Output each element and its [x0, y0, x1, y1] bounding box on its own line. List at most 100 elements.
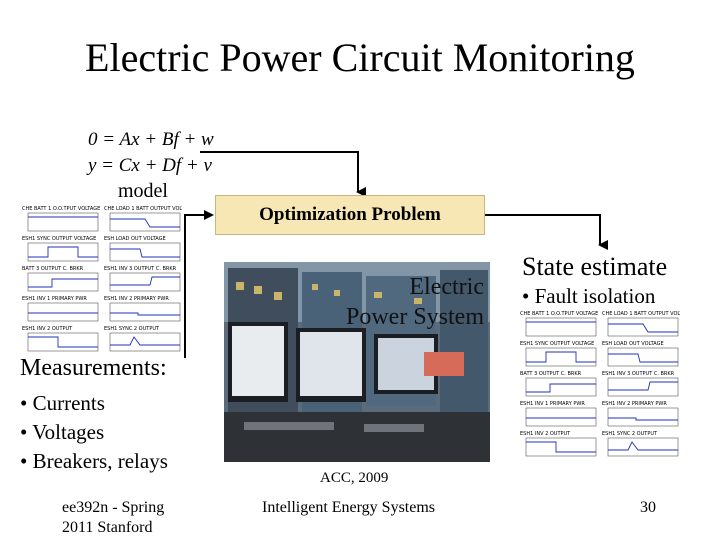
power-system-label-line-2: Power System	[346, 304, 484, 330]
estimate-plot-2: CHE LOAD 1 BATT OUTPUT VOLTAGE	[602, 311, 680, 337]
measurement-plot-trace	[28, 278, 98, 288]
state-estimate-heading: State estimate	[522, 252, 668, 281]
power-system-label: Electric Power System	[232, 272, 484, 332]
measurement-plot-trace	[110, 218, 180, 228]
measurement-plot-title: ESH1 INV 1 PRIMARY PWR	[22, 296, 87, 302]
estimate-plot-trace	[608, 417, 678, 421]
estimate-plot-frame	[525, 407, 597, 427]
measurement-plot-frame	[27, 332, 99, 352]
measurement-plot-2: CHE LOAD 1 BATT OUTPUT VOLTAGE	[104, 206, 182, 232]
measurement-plot-trace	[28, 246, 98, 258]
estimate-plot-trace	[526, 441, 596, 453]
estimate-plot-trace	[608, 441, 678, 451]
measurement-plot-title: ESH1 INV 2 OUTPUT	[22, 326, 73, 332]
measurement-plot-frame	[27, 272, 99, 292]
measurement-plots: CHE BATT 1 O.O.TPUT VOLTAGE CHE LOAD 1 BA…	[22, 205, 182, 357]
estimate-plot-title: ESH1 SYNC OUTPUT VOLTAGE	[520, 341, 594, 347]
measurement-plot-9: ESH1 INV 2 OUTPUT	[22, 326, 99, 352]
estimate-plot-title: BATT 3 OUTPUT C. BRKR	[520, 371, 582, 377]
measurement-plot-title: CHE BATT 1 O.O.TPUT VOLTAGE	[22, 206, 100, 212]
footer-course: ee392n - Spring 2011 Stanford	[62, 498, 164, 538]
footer-course-line-1: ee392n - Spring	[62, 499, 165, 516]
estimate-plot-title: CHE BATT 1 O.O.TPUT VOLTAGE	[520, 311, 598, 317]
measurement-item-currents: • Currents	[20, 391, 105, 415]
measurement-plot-title: CHE LOAD 1 BATT OUTPUT VOLTAGE	[104, 206, 182, 212]
estimate-plot-frame	[525, 317, 597, 337]
measurement-plot-frame	[27, 302, 99, 322]
estimate-plot-10: ESH1 SYNC 2 OUTPUT	[602, 431, 679, 457]
estimate-plot-trace	[608, 323, 678, 333]
measurement-plot-10: ESH1 SYNC 2 OUTPUT	[104, 326, 181, 352]
measurement-item-voltages: • Voltages	[20, 420, 105, 444]
estimate-plot-trace	[526, 383, 596, 393]
output-equation: y = Cx + Df + v	[88, 155, 212, 176]
measurement-plot-7: ESH1 INV 1 PRIMARY PWR	[22, 296, 99, 322]
fault-isolation-item: • Fault isolation	[522, 284, 656, 308]
measurement-item-breakers: • Breakers, relays	[20, 449, 168, 473]
power-system-photo	[224, 262, 490, 462]
estimate-plots: CHE BATT 1 O.O.TPUT VOLTAGE CHE LOAD 1 BA…	[520, 310, 680, 462]
estimate-plot-5: BATT 3 OUTPUT C. BRKR	[520, 371, 597, 397]
estimate-plot-trace	[608, 381, 678, 391]
measurement-plot-title: ESH LOAD OUT VOLTAGE	[104, 236, 166, 242]
model-label: model	[118, 180, 168, 202]
measurement-plot-frame	[109, 302, 181, 322]
estimate-plot-frame	[525, 437, 597, 457]
footer-center: Intelligent Energy Systems	[262, 499, 436, 516]
measurement-plot-trace	[110, 312, 180, 316]
measurement-plot-frame	[109, 272, 181, 292]
estimate-plot-frame	[607, 317, 679, 337]
measurement-plot-trace	[110, 248, 180, 258]
estimate-plot-4: ESH LOAD OUT VOLTAGE	[602, 341, 679, 367]
measurement-plot-title: ESH1 INV 2 PRIMARY PWR	[104, 296, 169, 302]
estimate-plot-8: ESH1 INV 2 PRIMARY PWR	[602, 401, 679, 427]
power-system-label-line-1: Electric	[409, 274, 484, 300]
estimate-plot-6: ESH1 INV 3 OUTPUT C. BRKR	[602, 371, 679, 397]
measurement-plot-frame	[109, 242, 181, 262]
estimate-plot-title: ESH1 INV 3 OUTPUT C. BRKR	[602, 371, 675, 377]
footer-course-line-2: 2011 Stanford	[62, 519, 153, 536]
measurements-to-optimization-arrow	[184, 210, 214, 358]
measurements-heading: Measurements:	[20, 355, 169, 382]
measurement-plot-trace	[110, 276, 180, 286]
estimate-plot-title: ESH1 INV 2 OUTPUT	[520, 431, 571, 437]
slide-title: Electric Power Circuit Monitoring	[85, 35, 635, 80]
estimate-plot-frame	[525, 377, 597, 397]
optimization-problem-box: Optimization Problem	[215, 195, 485, 235]
estimate-plot-frame	[525, 347, 597, 367]
estimate-plot-frame	[607, 377, 679, 397]
estimate-plot-trace	[526, 351, 596, 363]
measurement-plot-frame	[27, 212, 99, 232]
optimization-to-estimate-arrow	[485, 214, 608, 250]
estimate-plot-7: ESH1 INV 1 PRIMARY PWR	[520, 401, 597, 427]
estimate-plot-title: ESH1 SYNC 2 OUTPUT	[602, 431, 658, 437]
estimate-plot-1: CHE BATT 1 O.O.TPUT VOLTAGE	[520, 311, 598, 337]
measurement-plot-5: BATT 3 OUTPUT C. BRKR	[22, 266, 99, 292]
model-to-optimization-arrow	[200, 151, 366, 197]
page-number: 30	[640, 499, 656, 516]
estimate-plot-frame	[607, 437, 679, 457]
measurement-plot-4: ESH LOAD OUT VOLTAGE	[104, 236, 181, 262]
estimate-plot-title: ESH LOAD OUT VOLTAGE	[602, 341, 664, 347]
measurement-plot-title: BATT 3 OUTPUT C. BRKR	[22, 266, 84, 272]
estimate-plot-frame	[607, 347, 679, 367]
measurement-plot-frame	[109, 212, 181, 232]
measurement-plot-1: CHE BATT 1 O.O.TPUT VOLTAGE	[22, 206, 100, 232]
estimate-plot-trace	[608, 353, 678, 363]
venue-label: ACC, 2009	[320, 470, 389, 486]
estimate-plot-3: ESH1 SYNC OUTPUT VOLTAGE	[520, 341, 597, 367]
state-equation: 0 = Ax + Bf + w	[88, 129, 214, 150]
measurement-plot-frame	[109, 332, 181, 352]
measurement-plot-title: ESH1 SYNC OUTPUT VOLTAGE	[22, 236, 96, 242]
measurement-plot-8: ESH1 INV 2 PRIMARY PWR	[104, 296, 181, 322]
estimate-plot-title: ESH1 INV 2 PRIMARY PWR	[602, 401, 667, 407]
measurement-plot-trace	[110, 336, 180, 346]
estimate-plot-9: ESH1 INV 2 OUTPUT	[520, 431, 597, 457]
estimate-plot-title: CHE LOAD 1 BATT OUTPUT VOLTAGE	[602, 311, 680, 317]
measurement-plot-frame	[27, 242, 99, 262]
measurement-plot-title: ESH1 SYNC 2 OUTPUT	[104, 326, 160, 332]
estimate-plot-title: ESH1 INV 1 PRIMARY PWR	[520, 401, 585, 407]
measurement-plot-3: ESH1 SYNC OUTPUT VOLTAGE	[22, 236, 99, 262]
measurement-plot-6: ESH1 INV 3 OUTPUT C. BRKR	[104, 266, 181, 292]
measurement-plot-trace	[28, 336, 98, 348]
